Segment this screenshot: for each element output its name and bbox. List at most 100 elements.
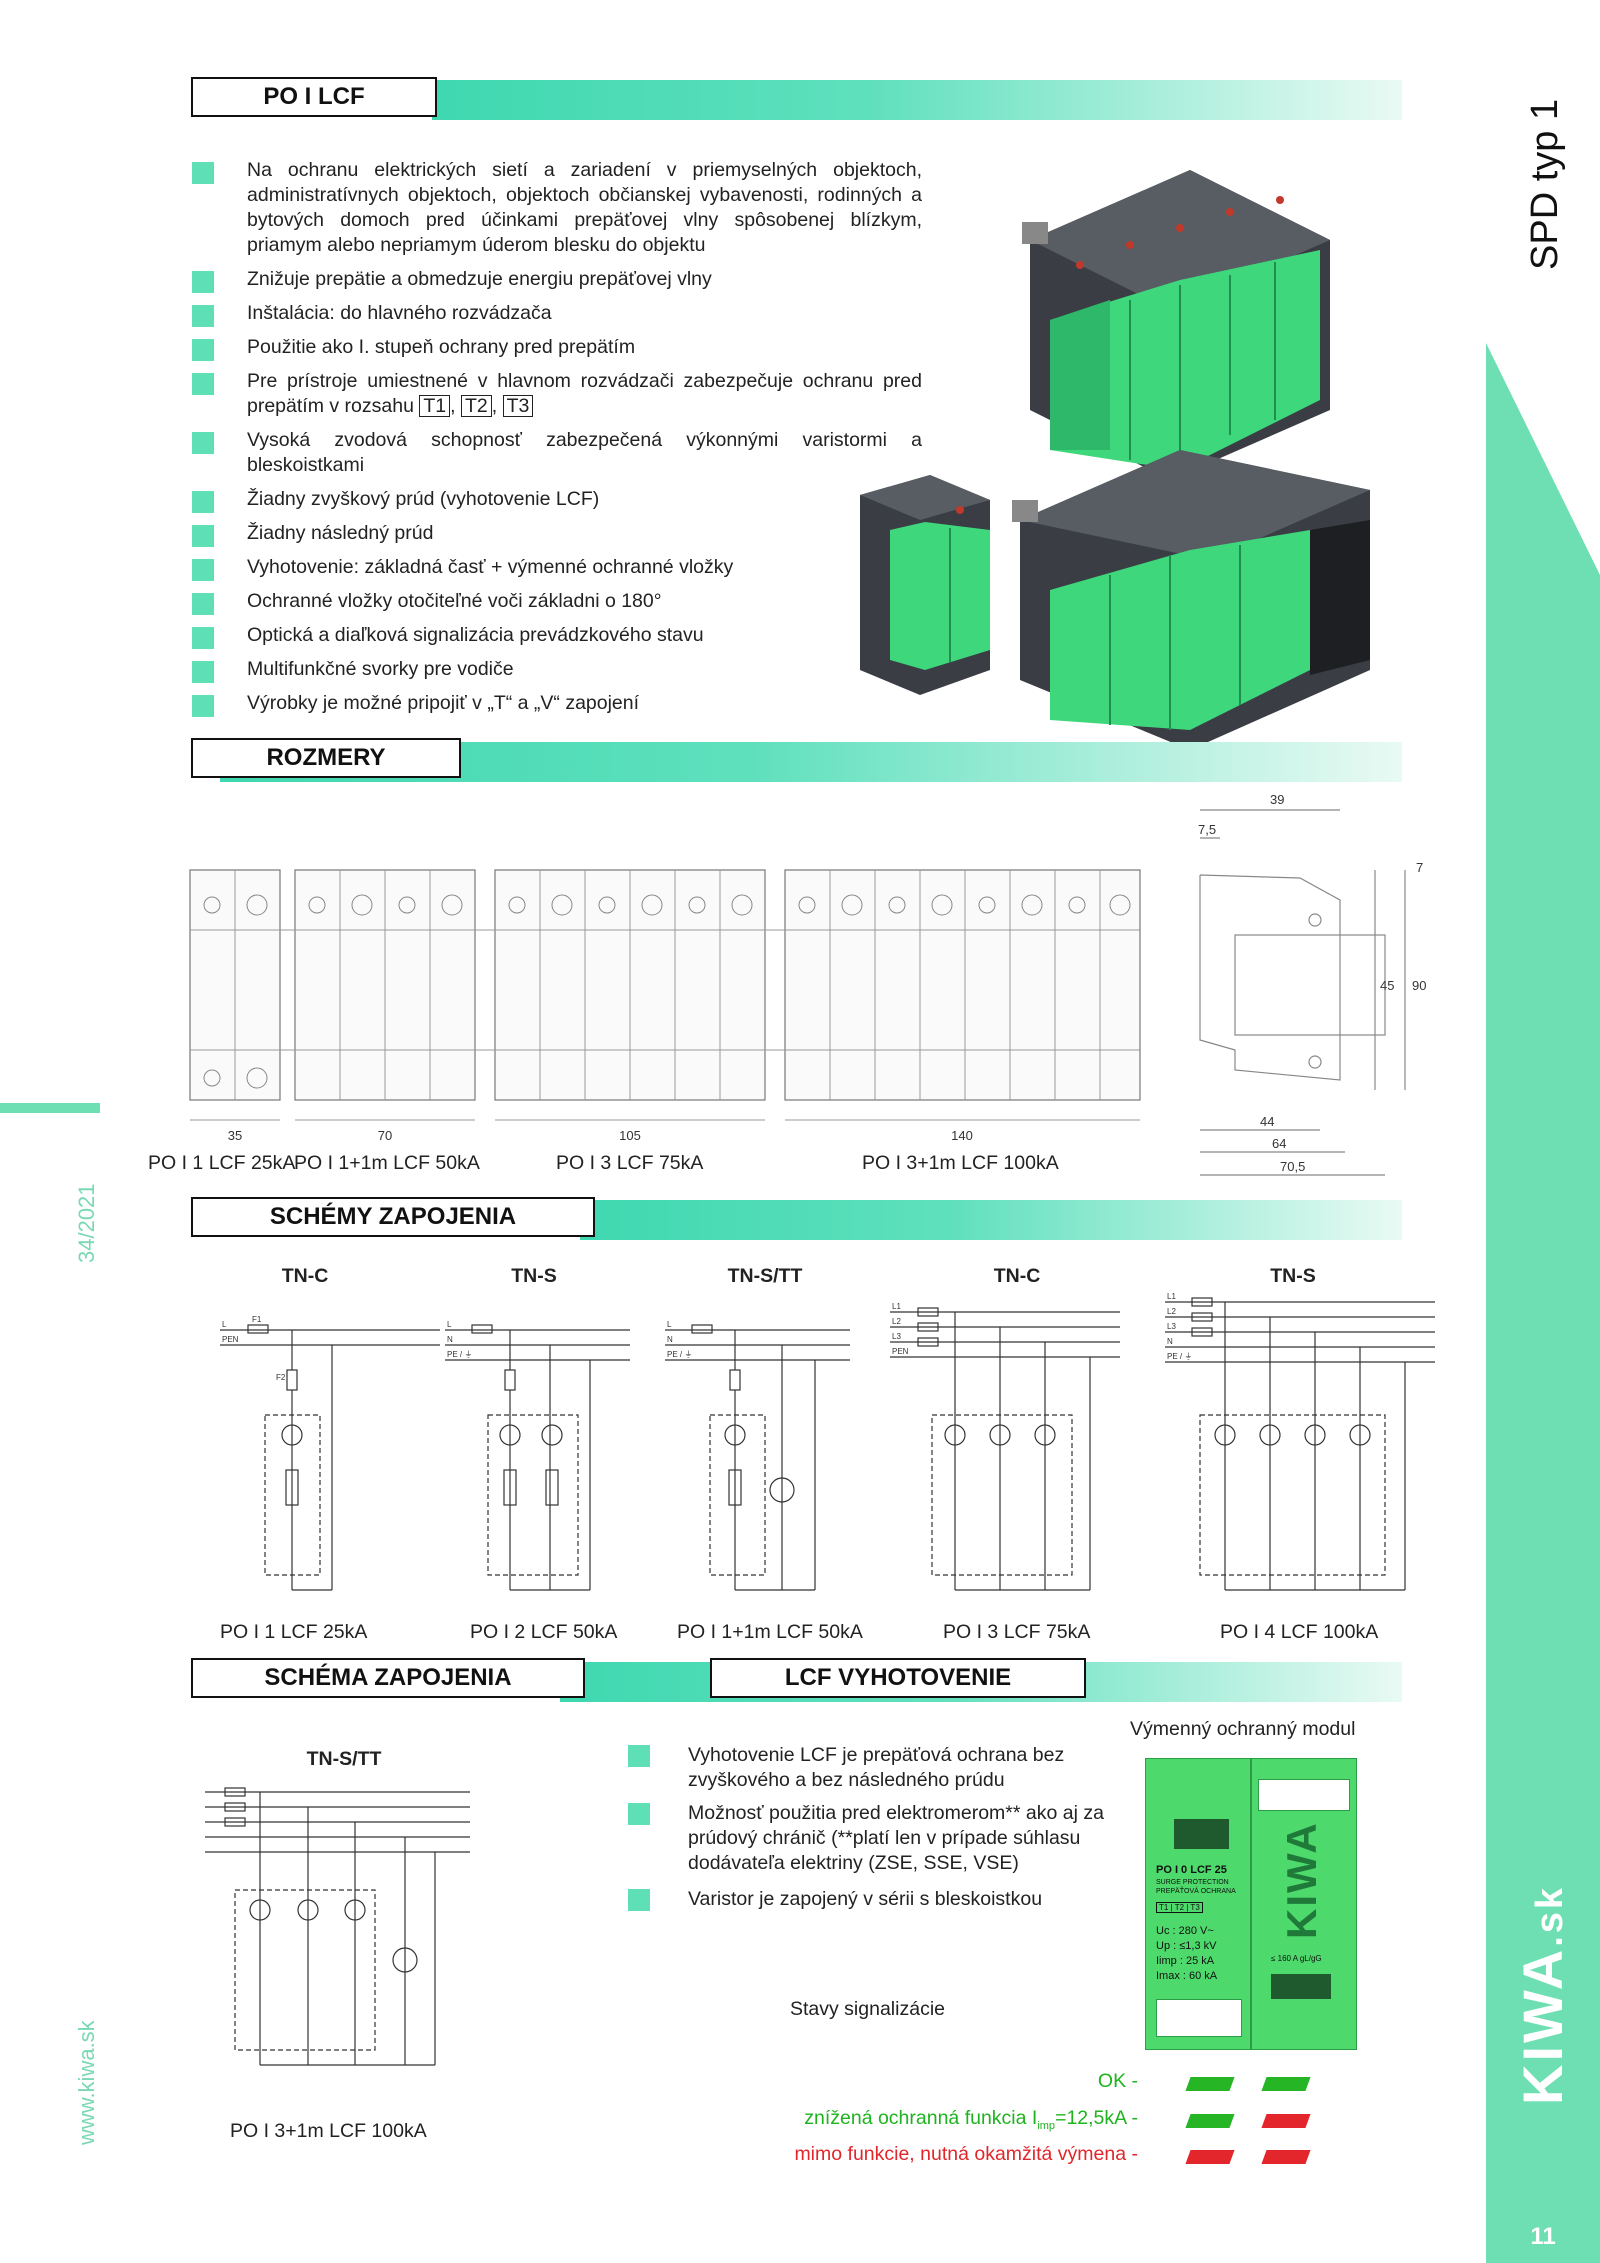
led-red [1261,2114,1311,2128]
scheme-label: PO I 2 LCF 50kA [470,1621,618,1643]
list-item: Multifunkčné svorky pre vodiče [192,657,922,683]
wire-label: PE / ⏚ [447,1350,472,1359]
module-title: Výmenný ochranný modul [1130,1718,1356,1740]
side-dim: 45 [1380,978,1394,993]
bullet-square [192,305,214,327]
right-band [1486,343,1600,2263]
module-sub: PREPÄŤOVÁ OCHRANA [1156,1888,1236,1895]
dimension-width: 70 [378,1128,392,1143]
side-dim: 70,5 [1280,1159,1305,1174]
scheme-label: PO I 1+1m LCF 50kA [677,1621,863,1643]
bullet-square [192,593,214,615]
list-item: Žiadny zvyškový prúd (vyhotovenie LCF) [192,487,922,513]
led-red [1261,2150,1311,2164]
wire-label: F2 [276,1373,286,1382]
bullet-square [192,432,214,454]
wire-label: F1 [252,1315,262,1324]
side-dim: 90 [1412,978,1426,993]
module-indicator [1271,1974,1331,1999]
bullet-square [192,627,214,649]
bullet-square [192,525,214,547]
scheme-net: TN-S/TT [727,1265,803,1287]
scheme-label: PO I 4 LCF 100kA [1220,1621,1379,1643]
section-title-scheme: SCHÉMA ZAPOJENIA [191,1658,585,1698]
led-green [1261,2077,1311,2091]
signal-fail: mimo funkcie, nutná okamžitá výmena - [794,2143,1138,2165]
section-title-lcf: LCF VYHOTOVENIE [710,1658,1086,1698]
wire-label: L3 [1167,1322,1176,1331]
scheme-net: TN-C [993,1265,1041,1287]
wire-label: L1 [1167,1292,1176,1301]
scheme-net: TN-C [281,1265,329,1287]
module-uc: Uc : 280 V~ [1156,1925,1214,1937]
scheme-net: TN-S [1270,1265,1316,1287]
module-name: PO I 0 LCF 25 [1156,1864,1227,1876]
list-item: Znižuje prepätie a obmedzuje energiu pre… [192,267,922,293]
dimension-label: PO I 1 LCF 25kA [148,1152,296,1174]
wire-label: L [447,1320,452,1329]
dimension-label: PO I 3 LCF 75kA [556,1152,704,1174]
lcf-item: Možnosť použitia pred elektromerom** ako… [688,1802,1104,1874]
brand-logo: KIWA.sk [1511,1884,1574,2105]
signal-ok: OK - [1097,2070,1138,2092]
product-photo [860,170,1370,750]
module-iimp: Iimp : 25 kA [1156,1955,1215,1967]
spd-product-medium [1012,450,1370,750]
dimension-drawings: 35 70 105 140 [189,869,1141,1143]
wire-label: PEN [222,1335,239,1344]
module-indicator [1174,1819,1229,1849]
scheme-label: PO I 1 LCF 25kA [220,1621,368,1643]
led-red [1185,2150,1235,2164]
module-imax: Imax : 60 kA [1156,1970,1218,1982]
side-dim: 64 [1272,1136,1286,1151]
bullet-square [192,339,214,361]
module-window [1258,1779,1350,1811]
section-title-product: PO I LCF [191,77,437,117]
list-item: Žiadny následný prúd [192,521,922,547]
bullet-square [628,1889,650,1911]
scheme-label: PO I 3+1m LCF 100kA [230,2120,427,2142]
wiring-schemes: L PEN F1 F2 L N PE / ⏚ L N PE / ⏚ L1 L2 … [220,1292,1435,1591]
bullet-square [192,162,214,184]
section-bar-product [432,80,1402,120]
signal-reduced: znížená ochranná funkcia Iimp=12,5kA - [804,2107,1138,2132]
bullet-square [192,559,214,581]
side-dim: 7,5 [1198,822,1216,837]
margin-accent-bar [0,1103,100,1113]
bullet-square [628,1803,650,1825]
wire-label: N [667,1335,673,1344]
lcf-item: Vyhotovenie LCF je prepäťová ochrana bez… [688,1744,1065,1791]
scheme-net: TN-S/TT [306,1748,382,1770]
side-dim: 39 [1270,792,1284,807]
section-title-dimensions: ROZMERY [191,738,461,778]
signal-title: Stavy signalizácie [790,1998,945,2020]
bullet-square [192,695,214,717]
wiring-scheme-single [205,1787,470,2066]
right-band-cover [1486,343,1600,575]
page-number: 11 [1530,2223,1556,2250]
dimension-width: 105 [619,1128,641,1143]
scheme-label: PO I 3 LCF 75kA [943,1621,1091,1643]
spd-product-large [1022,170,1330,480]
wire-label: N [1167,1337,1173,1346]
wire-label: L3 [892,1332,901,1341]
module-sub: SURGE PROTECTION [1156,1879,1229,1886]
lcf-item: Varistor je zapojený v sérii s bleskoist… [688,1888,1043,1910]
feature-list: Na ochranu elektrických sietí a zariaden… [192,158,922,725]
list-item: Na ochranu elektrických sietí a zariaden… [192,158,922,258]
bullet-square [192,661,214,683]
spd-product-small [860,475,990,695]
led-green [1185,2114,1235,2128]
list-item: Výrobky je možné pripojiť v „T“ a „V“ za… [192,691,922,717]
wire-label: PE / ⏚ [667,1350,692,1359]
dimension-width: 35 [228,1128,242,1143]
list-item: Pre prístroje umiestnené v hlavnom rozvá… [192,369,922,419]
type-box: T3 [502,395,534,417]
list-item: Optická a diaľková signalizácia prevádzk… [192,623,922,649]
module-fuse: ≤ 160 A gL/gG [1271,1954,1322,1963]
type-box: T2 [460,395,492,417]
dimension-label: PO I 1+1m LCF 50kA [294,1152,480,1174]
list-item: Vysoká zvodová schopnosť zabezpečená výk… [192,428,922,478]
list-item: Použitie ako I. stupeň ochrany pred prep… [192,335,922,361]
wire-label: PEN [892,1347,909,1356]
